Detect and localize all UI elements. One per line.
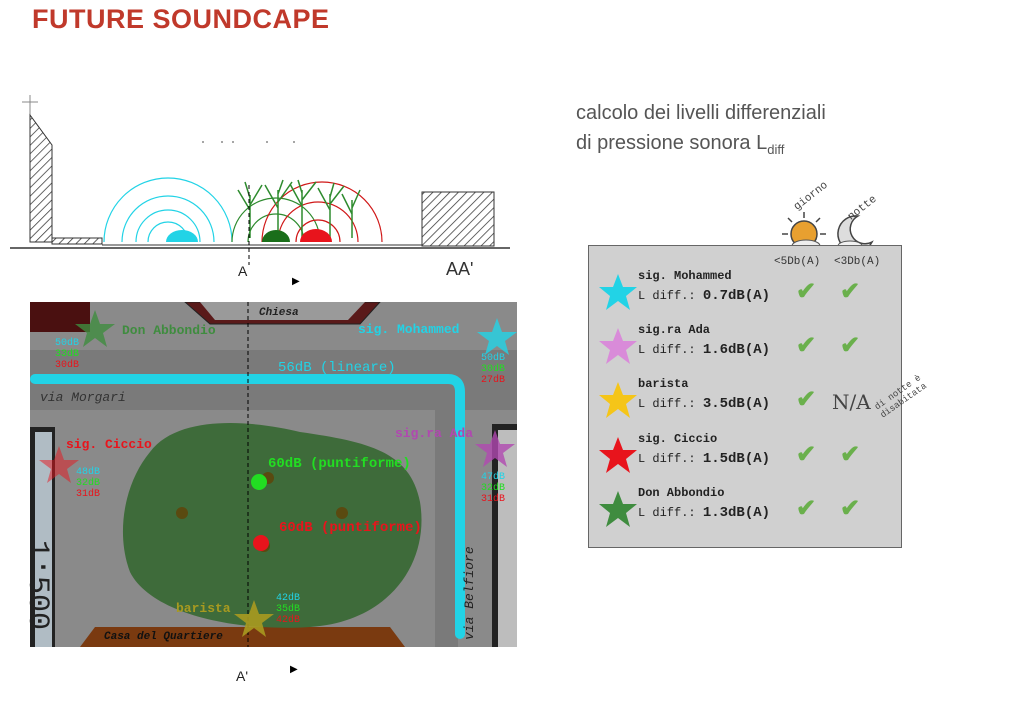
line-source-road	[30, 374, 465, 639]
limit-day: <5Db(A)	[774, 256, 821, 268]
arrow-right-icon-2: ▶	[290, 664, 298, 675]
receiver-barista-star	[234, 600, 274, 637]
legend-entry-value: L diff.: 1.3dB(A)	[638, 505, 771, 521]
check-icon: ✔	[840, 278, 861, 305]
receiver-ciccio-levels: 48dB 32dB 31dB	[76, 467, 101, 500]
legend-entry-value: L diff.: 1.5dB(A)	[638, 451, 771, 467]
subtitle-subscript: diff	[767, 142, 785, 157]
check-icon: ✔	[796, 495, 817, 522]
check-icon: ✔	[840, 441, 861, 468]
legend-entry-name: sig. Ciccio	[638, 432, 718, 446]
section-label-a-prime: A'	[236, 668, 249, 684]
legend-entry-name: barista	[638, 377, 689, 391]
label-chiesa: Chiesa	[259, 307, 299, 319]
legend-entry-name: sig.ra Ada	[638, 323, 711, 337]
legend-panel	[588, 245, 902, 548]
section-drawing	[10, 95, 510, 265]
legend-star-icon	[599, 437, 637, 473]
legend-entry-value: L diff.: 1.6dB(A)	[638, 342, 771, 358]
receiver-mohammed-name: sig. Mohammed	[358, 322, 460, 337]
receiver-ada-star	[475, 430, 515, 467]
label-giorno: giorno	[792, 179, 831, 214]
check-icon: ✔	[796, 386, 817, 413]
receiver-barista-name: barista	[176, 601, 231, 616]
receiver-barista-levels: 42dB 35dB 42dB	[276, 593, 301, 626]
scale-label: 1:500	[20, 540, 54, 631]
subtitle: calcolo dei livelli differenziali di pre…	[576, 98, 826, 165]
label-point-source-1: 60dB (puntiforme)	[268, 456, 411, 472]
site-plan	[30, 302, 517, 647]
limit-night: <3Db(A)	[834, 256, 881, 268]
label-casa-quartiere: Casa del Quartiere	[104, 631, 223, 643]
legend-entry-name: sig. Mohammed	[638, 269, 732, 283]
receiver-ciccio-name: sig. Ciccio	[66, 437, 152, 452]
check-icon: ✔	[840, 332, 861, 359]
receiver-ciccio-star	[39, 446, 79, 483]
section-source-cyan	[166, 230, 198, 242]
arrow-right-icon: ▶	[292, 276, 300, 287]
point-source-red	[253, 535, 269, 551]
receiver-abbondio-levels: 50dB 33dB 30dB	[55, 338, 80, 371]
subtitle-line1: calcolo dei livelli differenziali	[576, 102, 826, 124]
label-line-source: 56dB (lineare)	[278, 360, 396, 376]
receiver-abbondio-name: Don Abbondio	[122, 323, 216, 338]
receiver-mohammed-levels: 50dB 30dB 27dB	[481, 353, 506, 386]
section-trees	[237, 179, 361, 238]
page-title: FUTURE SOUNDCAPE	[32, 4, 330, 34]
section-title: AA'	[446, 259, 474, 279]
park-area	[122, 423, 422, 628]
section-source-green	[262, 230, 290, 242]
receiver-ada-levels: 47dB 32dB 31dB	[481, 472, 506, 505]
section-sound-waves-cyan	[103, 177, 233, 243]
label-via-belfiore: via Belfiore	[462, 546, 477, 640]
label-point-source-2: 60dB (puntiforme)	[279, 520, 422, 536]
point-source-green	[251, 474, 267, 490]
subtitle-line2: di pressione sonora Ldiff	[576, 132, 785, 157]
legend-entry-value: L diff.: 3.5dB(A)	[638, 396, 771, 412]
legend-star-icon	[599, 491, 637, 527]
legend-star-icon	[599, 274, 637, 310]
label-via-morgari: via Morgari	[40, 390, 126, 405]
section-building-left	[29, 113, 53, 243]
receiver-abbondio-star	[75, 310, 115, 347]
check-icon: ✔	[796, 278, 817, 305]
receiver-mohammed-star	[477, 318, 517, 355]
section-building-right	[421, 191, 495, 247]
legend-entry-value: L diff.: 0.7dB(A)	[638, 288, 771, 304]
section-source-red	[300, 229, 332, 242]
receiver-ada-name: sig.ra Ada	[395, 426, 474, 441]
not-applicable: N/A	[832, 390, 871, 414]
section-label-a: A	[238, 263, 248, 279]
legend-entry-name: Don Abbondio	[638, 486, 725, 500]
check-icon: ✔	[796, 332, 817, 359]
legend-star-icon	[599, 382, 637, 418]
check-icon: ✔	[840, 495, 861, 522]
legend-star-icon	[599, 328, 637, 364]
check-icon: ✔	[796, 441, 817, 468]
